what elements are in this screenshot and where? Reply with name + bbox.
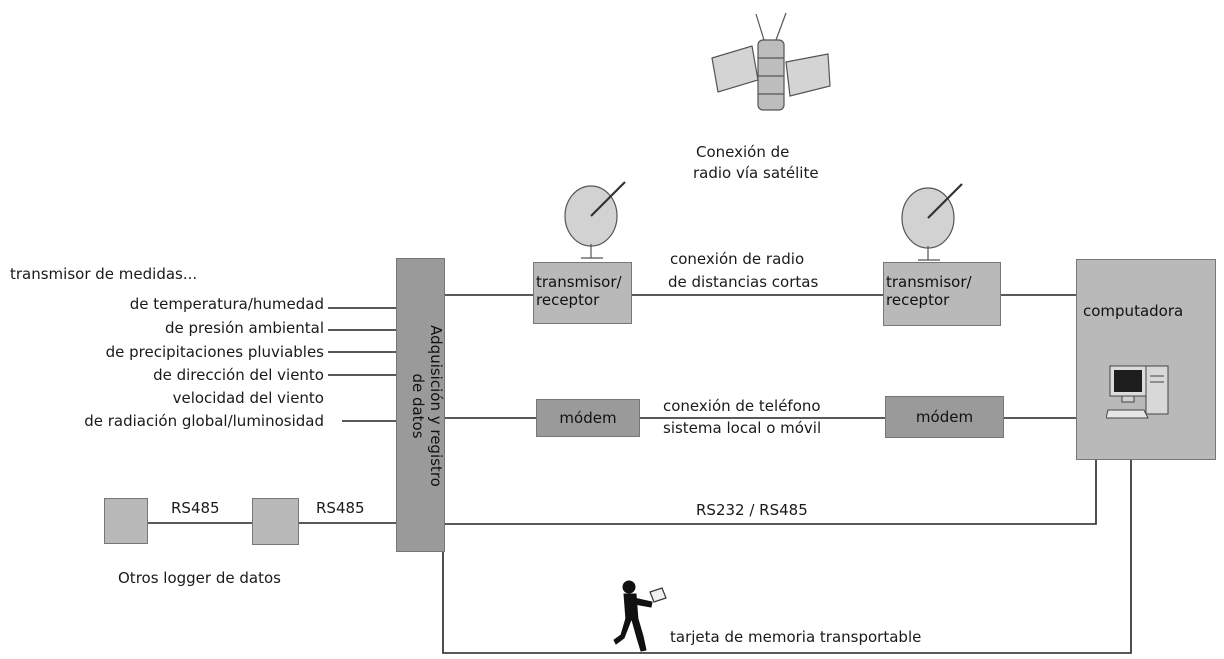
satellite-caption-line2: radio vía satélite: [693, 164, 819, 182]
transmitter-receiver-left: transmisor/ receptor: [533, 262, 632, 324]
phone-link-line1: conexión de teléfono: [663, 397, 821, 415]
sensor-pressure: de presión ambiental: [164, 319, 324, 337]
other-logger-box-2: [252, 498, 299, 545]
data-logger-box: Adquisición y registro de datos: [396, 258, 445, 552]
satellite-icon: [711, 12, 831, 111]
walking-person-icon: [613, 580, 667, 652]
sensor-temperature: de temperatura/humedad: [129, 295, 324, 313]
radio-link-line2: de distancias cortas: [668, 273, 819, 291]
satellite-caption-line1: Conexión de: [696, 143, 790, 161]
transmitter-right-line1: transmisor/: [886, 273, 972, 291]
other-logger-box-1: [104, 498, 148, 544]
data-logger-label: Adquisición y registro de datos: [409, 271, 445, 541]
sensor-wind-direction: de dirección del viento: [153, 366, 324, 384]
phone-link-line2: sistema local o móvil: [663, 419, 822, 437]
rs485-label-1: RS485: [171, 499, 220, 517]
sensor-radiation: de radiación global/luminosidad: [84, 412, 324, 430]
satellite-dish-icon: [564, 181, 626, 259]
modem-left: módem: [536, 399, 640, 437]
modem-right-label: módem: [915, 408, 974, 426]
rs485-label-2: RS485: [316, 499, 365, 517]
sensor-wind-speed: velocidad del viento: [172, 389, 324, 407]
transmitter-left-line2: receptor: [536, 291, 600, 309]
data-logger-label-line1: Adquisición y registro: [427, 325, 445, 487]
computer-label: computadora: [1083, 302, 1184, 320]
modem-right: módem: [885, 396, 1004, 438]
memory-card-label: tarjeta de memoria transportable: [670, 628, 922, 646]
sensor-list-header: transmisor de medidas...: [10, 265, 198, 283]
link-memory-card: [442, 460, 1132, 654]
computer-box: computadora: [1076, 259, 1216, 460]
other-loggers-caption: Otros logger de datos: [118, 569, 281, 587]
sensor-precipitation: de precipitaciones pluviables: [105, 343, 324, 361]
data-logger-label-line2: de datos: [409, 373, 427, 439]
transmitter-right-line2: receptor: [886, 291, 950, 309]
radio-link-line1: conexión de radio: [670, 250, 805, 268]
transmitter-receiver-right: transmisor/ receptor: [883, 262, 1001, 326]
link-rs232: [445, 460, 1097, 525]
modem-left-label: módem: [559, 409, 617, 427]
transmitter-left-line1: transmisor/: [536, 273, 622, 291]
satellite-dish-icon: [901, 183, 963, 261]
computer-icon: [1106, 365, 1169, 419]
rs232-label: RS232 / RS485: [696, 501, 808, 519]
